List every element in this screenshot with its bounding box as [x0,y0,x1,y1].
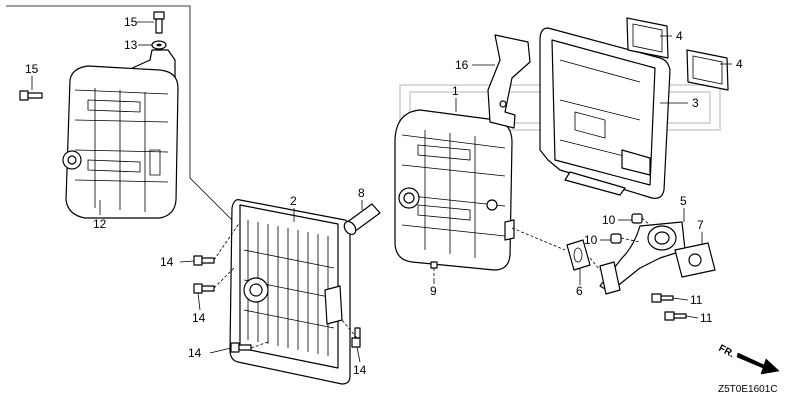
callout-6: 6 [576,284,583,298]
callout-14-b: 14 [192,311,206,325]
leader-lines [31,21,732,363]
bolt-14-d [351,327,361,348]
callout-4-lower: 4 [736,57,743,71]
callout-4-upper: 4 [676,29,683,43]
muffler-protector [229,199,351,385]
washer-13 [151,40,167,50]
callout-10-upper: 10 [602,213,616,227]
muffler [394,109,515,271]
forward-direction-indicator: FR. [717,343,780,375]
callout-2: 2 [290,194,297,208]
callout-10-lower: 10 [584,233,598,247]
callout-15-left: 15 [25,62,39,76]
screw-9 [430,261,438,280]
callouts: 15 13 15 12 2 8 1 16 3 4 4 5 7 6 9 10 10… [25,15,743,377]
callout-14-a: 14 [160,255,174,269]
bolt-15-left [19,90,43,101]
bolt-14-c [230,342,252,353]
drawing-code: Z5T0E1601C [718,384,777,395]
bolt-11-lower [664,311,687,321]
callout-8: 8 [358,186,365,200]
spark-arrester-cover-4-upper [626,17,669,59]
nut-10-lower [610,233,622,244]
callout-14-c: 14 [188,346,202,360]
callout-15-upper: 15 [124,15,138,29]
callout-13: 13 [124,38,138,52]
forward-arrow-icon [736,352,780,375]
callout-3: 3 [692,96,699,110]
callout-14-d: 14 [353,363,367,377]
gasket-6 [566,239,591,271]
spark-arrester-8 [343,203,381,236]
muffler-stay-16 [487,34,531,129]
callout-12: 12 [93,217,107,231]
callout-5: 5 [680,194,687,208]
nut-10-upper [631,213,643,224]
callout-11-upper: 11 [690,293,703,307]
inset-muffler [62,49,179,219]
callout-1: 1 [452,84,459,98]
forward-label: FR. [717,343,737,360]
bolt-11-upper [651,293,674,303]
spark-arrester-cover-4-lower [686,49,729,91]
callout-9: 9 [430,284,437,298]
callout-16: 16 [455,58,469,72]
callout-7: 7 [697,218,704,232]
exhaust-pipe-5 [599,221,686,295]
bolt-15-upper [153,11,165,34]
exhaust-gasket-7 [674,242,716,278]
muffler-cover [539,27,671,199]
bolt-14-b [193,283,215,294]
callout-11-lower: 11 [700,311,713,325]
bolt-14-a [193,255,215,266]
